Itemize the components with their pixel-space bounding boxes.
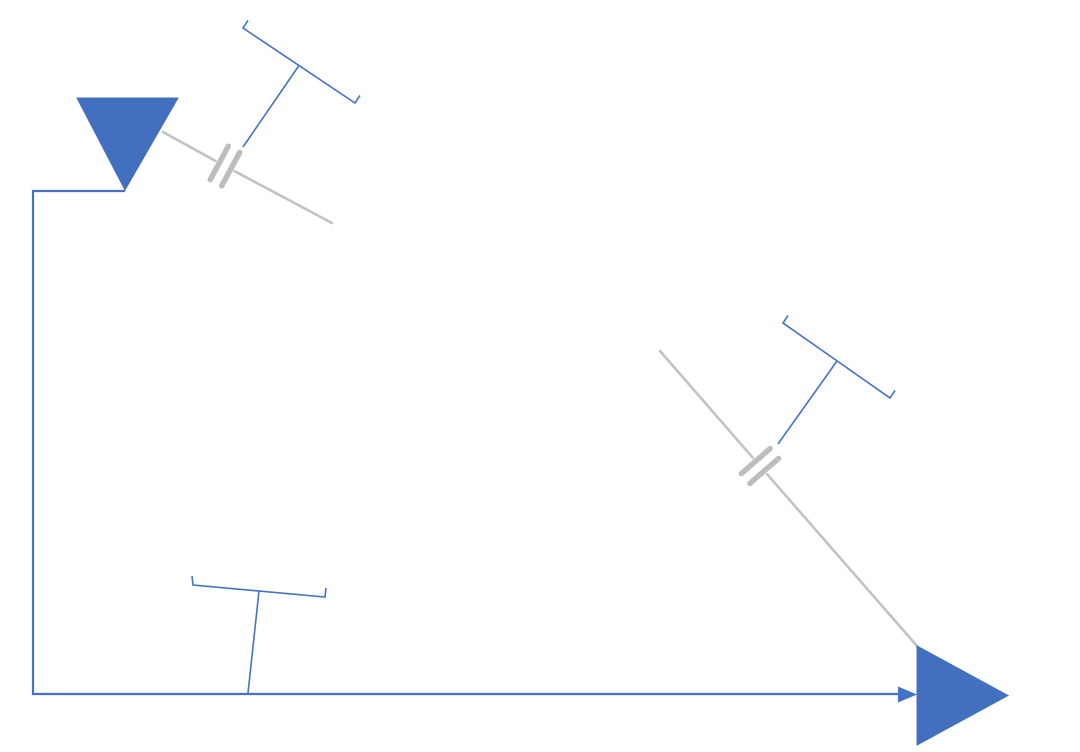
capacitor-right-icon xyxy=(738,445,782,487)
capacitor-plate xyxy=(738,445,773,477)
callout-parasitic-cap-right xyxy=(777,315,896,445)
wire-heatsink-to-receiver xyxy=(658,349,919,648)
callout-stem xyxy=(777,360,838,445)
trace-path xyxy=(31,189,917,703)
wire-segment xyxy=(161,130,217,163)
wire-segment xyxy=(765,472,919,648)
trace-line xyxy=(31,189,899,696)
callout-bracket xyxy=(781,315,896,400)
wire-segment xyxy=(658,349,755,460)
wire-buffer-to-heatsink xyxy=(161,130,334,225)
capacitor-plate xyxy=(747,455,782,487)
callout-trace xyxy=(191,575,327,694)
clock-buffer-triangle-icon xyxy=(76,97,179,192)
callout-parasitic-cap-top xyxy=(241,20,361,148)
callout-stem xyxy=(247,590,260,694)
arrowhead-icon xyxy=(898,686,917,703)
receiver-triangle-icon xyxy=(916,645,1010,746)
callout-bracket xyxy=(241,20,361,105)
capacitor-plate xyxy=(207,143,232,183)
capacitor-plate xyxy=(218,149,243,189)
callout-stem xyxy=(242,65,300,148)
capacitor-top-icon xyxy=(207,143,243,189)
wire-segment xyxy=(233,169,334,225)
